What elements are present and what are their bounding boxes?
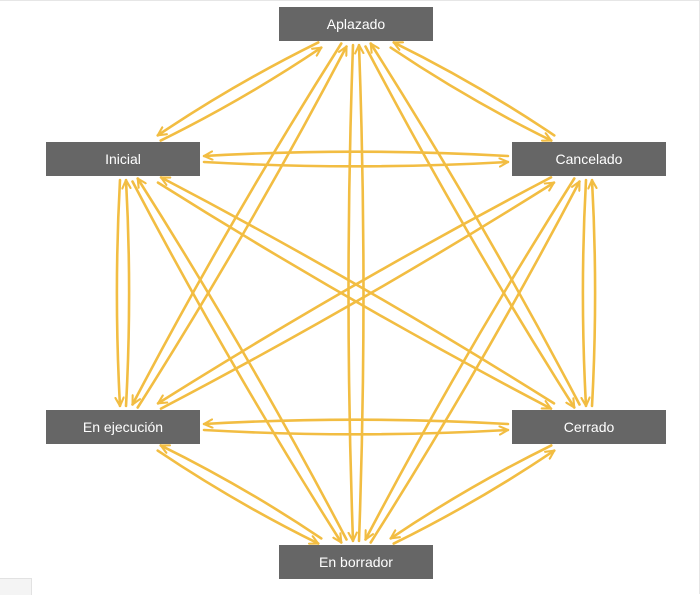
state-node-inicial[interactable]: Inicial	[46, 142, 200, 176]
transition-arrow-aplazado-to-cerrado	[364, 45, 576, 409]
transition-arrow-ejecucion-to-cancelado	[159, 181, 556, 410]
transition-arrow-aplazado-to-borrador	[347, 43, 358, 543]
transition-arrow-inicial-to-aplazado	[159, 46, 323, 142]
transition-arrow-cerrado-to-cancelado	[587, 178, 598, 408]
transition-arrow-cancelado-to-ejecucion	[156, 176, 553, 405]
transition-arrow-cancelado-to-inicial	[202, 150, 510, 161]
transition-arrow-borrador-to-cancelado	[369, 180, 581, 544]
transition-arrow-inicial-to-cerrado	[156, 181, 553, 410]
transition-arrow-cerrado-to-aplazado	[369, 42, 581, 406]
transition-arrow-cerrado-to-borrador	[389, 444, 553, 540]
transition-arrow-borrador-to-inicial	[136, 177, 348, 541]
transition-arrow-inicial-to-cancelado	[202, 157, 510, 168]
transition-arrow-cancelado-to-borrador	[364, 177, 576, 541]
transition-arrow-ejecucion-to-inicial	[121, 178, 132, 408]
state-node-en-ejecucion[interactable]: En ejecución	[46, 410, 200, 444]
transition-arrow-borrador-to-ejecucion	[159, 444, 323, 540]
state-node-en-borrador[interactable]: En borrador	[279, 545, 433, 579]
state-node-cancelado[interactable]: Cancelado	[512, 142, 666, 176]
transition-arrow-borrador-to-cerrado	[392, 449, 556, 545]
state-node-aplazado[interactable]: Aplazado	[279, 7, 433, 41]
state-node-cerrado[interactable]: Cerrado	[512, 410, 666, 444]
transition-arrow-cancelado-to-aplazado	[392, 41, 556, 137]
corner-tab	[0, 578, 32, 595]
transition-arrow-ejecucion-to-cerrado	[202, 425, 510, 436]
transition-arrow-ejecucion-to-aplazado	[136, 45, 348, 409]
transition-arrow-ejecucion-to-borrador	[156, 449, 320, 545]
transition-arrow-aplazado-to-ejecucion	[131, 42, 343, 406]
transition-arrow-cerrado-to-inicial	[159, 176, 556, 405]
transition-arrow-inicial-to-ejecucion	[114, 178, 125, 408]
transition-arrow-aplazado-to-cancelado	[389, 46, 553, 142]
transition-arrow-aplazado-to-inicial	[156, 41, 320, 137]
transition-arrow-cancelado-to-cerrado	[580, 178, 591, 408]
transition-arrow-borrador-to-aplazado	[354, 43, 365, 543]
transition-arrow-cerrado-to-ejecucion	[202, 418, 510, 429]
transition-arrow-inicial-to-borrador	[131, 180, 343, 544]
